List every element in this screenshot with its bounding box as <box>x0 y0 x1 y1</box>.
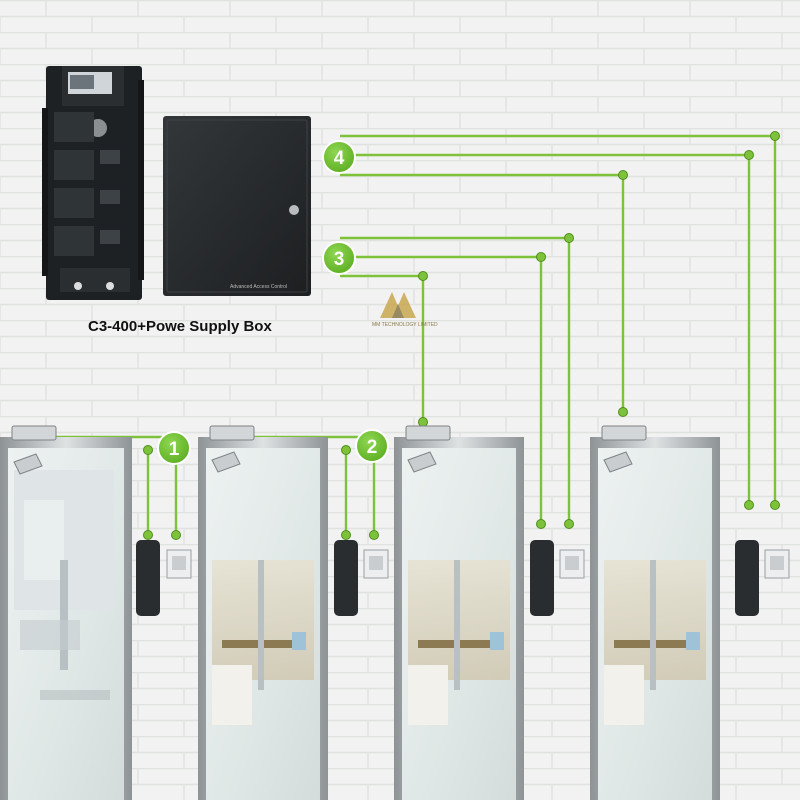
box-label: Advanced Access Control <box>230 284 287 290</box>
svg-text:4: 4 <box>334 148 345 169</box>
box-lock-icon <box>289 205 299 215</box>
door-4 <box>590 437 720 800</box>
door-3 <box>394 437 524 800</box>
watermark-text: MM TECHNOLOGY LIMITED <box>372 322 438 328</box>
controller-caption: C3-400+Powe Supply Box <box>88 318 272 335</box>
power-supply-box <box>163 116 311 296</box>
door-1 <box>0 437 132 800</box>
badge-3: 3 <box>322 241 356 275</box>
badge-1: 1 <box>157 431 191 465</box>
c3-400-controller-board <box>42 66 144 300</box>
svg-text:3: 3 <box>334 249 345 270</box>
badge-2: 2 <box>355 429 389 463</box>
electromagnetic-lock-icon <box>11 425 647 441</box>
camera-icon <box>13 451 633 475</box>
exit-button-icon <box>166 549 790 579</box>
svg-text:1: 1 <box>169 439 180 460</box>
door-2 <box>198 437 328 800</box>
card-reader-icon <box>136 540 759 616</box>
svg-text:2: 2 <box>367 437 378 458</box>
badge-4: 4 <box>322 140 356 174</box>
company-logo <box>380 292 416 318</box>
